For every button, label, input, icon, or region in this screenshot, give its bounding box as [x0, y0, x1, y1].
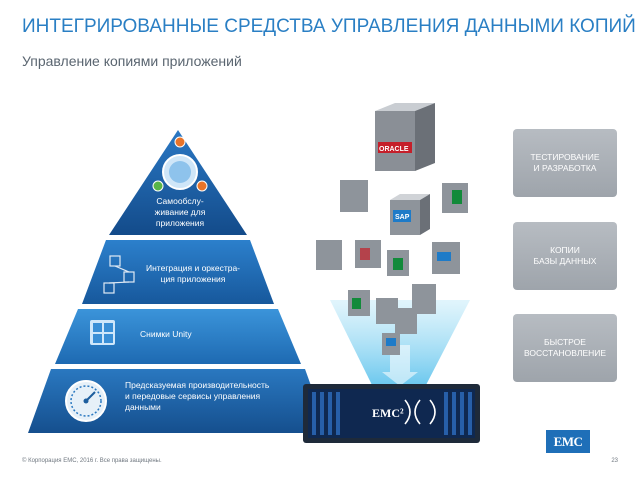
tier-1-line: живание для [154, 207, 206, 217]
cube-small [316, 180, 468, 355]
tier-1-label: Самообслу- живание для приложения [150, 196, 210, 229]
testing-development-box: ТЕСТИРОВАНИЕ И РАЗРАБОТКА [513, 129, 617, 197]
cloud-user-icon [152, 136, 208, 192]
emc-logo: EMC [546, 430, 590, 453]
tier-3-line: Снимки Unity [140, 329, 192, 339]
tier-1-line: Самообслу- [156, 196, 204, 206]
oracle-cube-icon [375, 103, 435, 171]
fast-restore-box: БЫСТРОЕ ВОССТАНОВЛЕНИЕ [513, 314, 617, 382]
gauge-icon [65, 380, 107, 422]
fast-restore-line: БЫСТРОЕ [544, 337, 586, 347]
page-number: 23 [611, 458, 618, 464]
page-subtitle: Управление копиями приложений [22, 53, 242, 69]
database-copies-box: КОПИИ БАЗЫ ДАННЫХ [513, 222, 617, 290]
tier-2-line: Интеграция и оркестра- [146, 263, 240, 273]
workflow-icon [103, 255, 135, 294]
emc-logo-text: EMC [553, 433, 583, 449]
footer-copyright: © Корпорация EMC, 2016 г. Все права защи… [22, 458, 162, 464]
tier-4-line: и передовые сервисы управления [125, 391, 261, 401]
testing-line: И РАЗРАБОТКА [533, 163, 597, 173]
fast-restore-line: ВОССТАНОВЛЕНИЕ [523, 348, 607, 358]
tier-4-line: Предсказуемая производительность [125, 380, 270, 390]
db-copies-line: КОПИИ [550, 245, 580, 255]
tier-4-line: данными [125, 402, 161, 412]
testing-line: ТЕСТИРОВАНИЕ [530, 152, 600, 162]
oracle-cube-label: ORACLE [379, 146, 409, 153]
tier-1-line: приложения [155, 218, 205, 228]
cube-accent [352, 190, 462, 346]
pyramid-tier-2 [82, 240, 274, 304]
storage-label: EMC² [372, 406, 404, 420]
page-title: ИНТЕГРИРОВАННЫЕ СРЕДСТВА УПРАВЛЕНИЯ ДАНН… [22, 16, 636, 37]
storage-array-icon [303, 384, 480, 443]
tier-2-label: Интеграция и оркестра- ция приложения [138, 263, 248, 285]
pyramid-tier-4 [28, 369, 328, 433]
windows-snapshot-icon [90, 320, 115, 345]
sap-cube-icon [390, 194, 430, 235]
pyramid-tier-3 [55, 309, 301, 364]
tier-2-line: ция приложения [160, 274, 226, 284]
tier-3-label: Снимки Unity [140, 329, 260, 340]
beam-arrow [382, 345, 418, 386]
sap-cube-label: SAP [395, 214, 410, 221]
db-copies-line: БАЗЫ ДАННЫХ [533, 256, 597, 266]
tier-4-label: Предсказуемая производительность и перед… [125, 380, 305, 413]
